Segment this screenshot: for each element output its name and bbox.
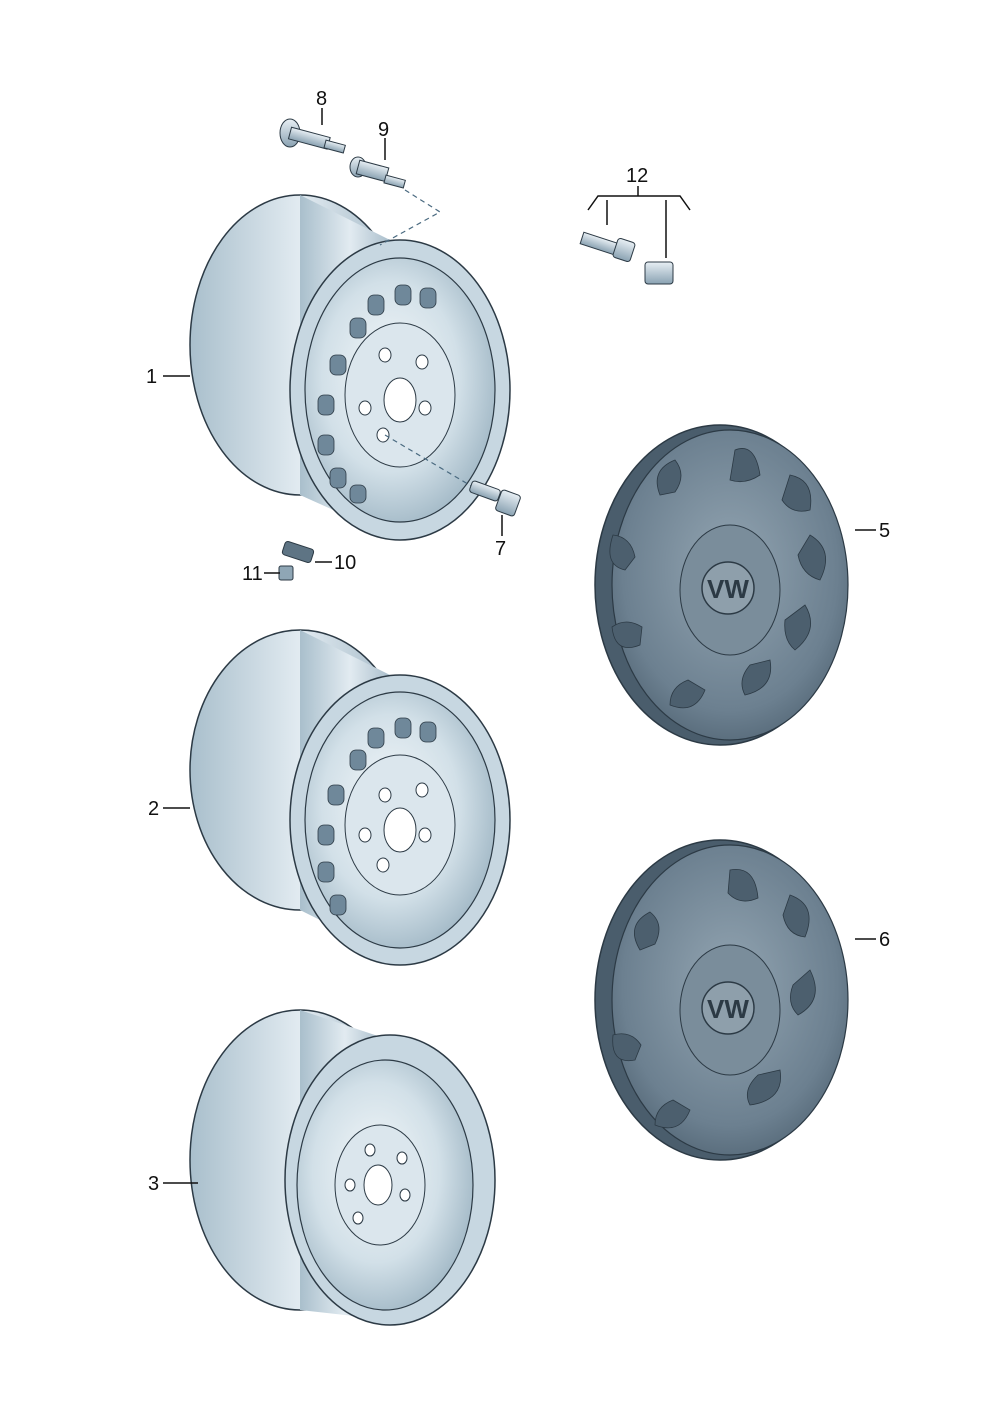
callout-7: 7 <box>495 538 506 560</box>
callout-10: 10 <box>334 552 356 574</box>
callout-6: 6 <box>879 929 890 951</box>
leader-lines <box>163 108 876 1184</box>
callout-11: 11 <box>242 563 263 585</box>
callout-2: 2 <box>148 798 159 820</box>
callout-1: 1 <box>146 366 157 388</box>
wheel-bolt-7 <box>384 434 521 517</box>
wheel-rim-3 <box>189 1009 496 1326</box>
balance-weight-10-11 <box>278 540 315 581</box>
callout-3: 3 <box>148 1173 159 1195</box>
wheel-rim-1 <box>189 194 511 541</box>
callout-5: 5 <box>879 520 890 542</box>
bolt-8 <box>279 118 346 154</box>
locking-bolt-set-12 <box>579 231 674 285</box>
hubcap-6: VW <box>594 839 849 1161</box>
svg-text:VW: VW <box>707 574 749 604</box>
callout-12: 12 <box>626 165 648 187</box>
callout-labels: 1 2 3 5 6 7 8 9 10 11 12 <box>146 88 890 1195</box>
valve-9 <box>349 156 442 246</box>
hubcap-5: VW <box>594 424 849 746</box>
svg-text:VW: VW <box>707 994 749 1024</box>
callout-9: 9 <box>378 119 389 141</box>
callout-8: 8 <box>316 88 327 110</box>
wheel-rim-2 <box>189 629 511 966</box>
